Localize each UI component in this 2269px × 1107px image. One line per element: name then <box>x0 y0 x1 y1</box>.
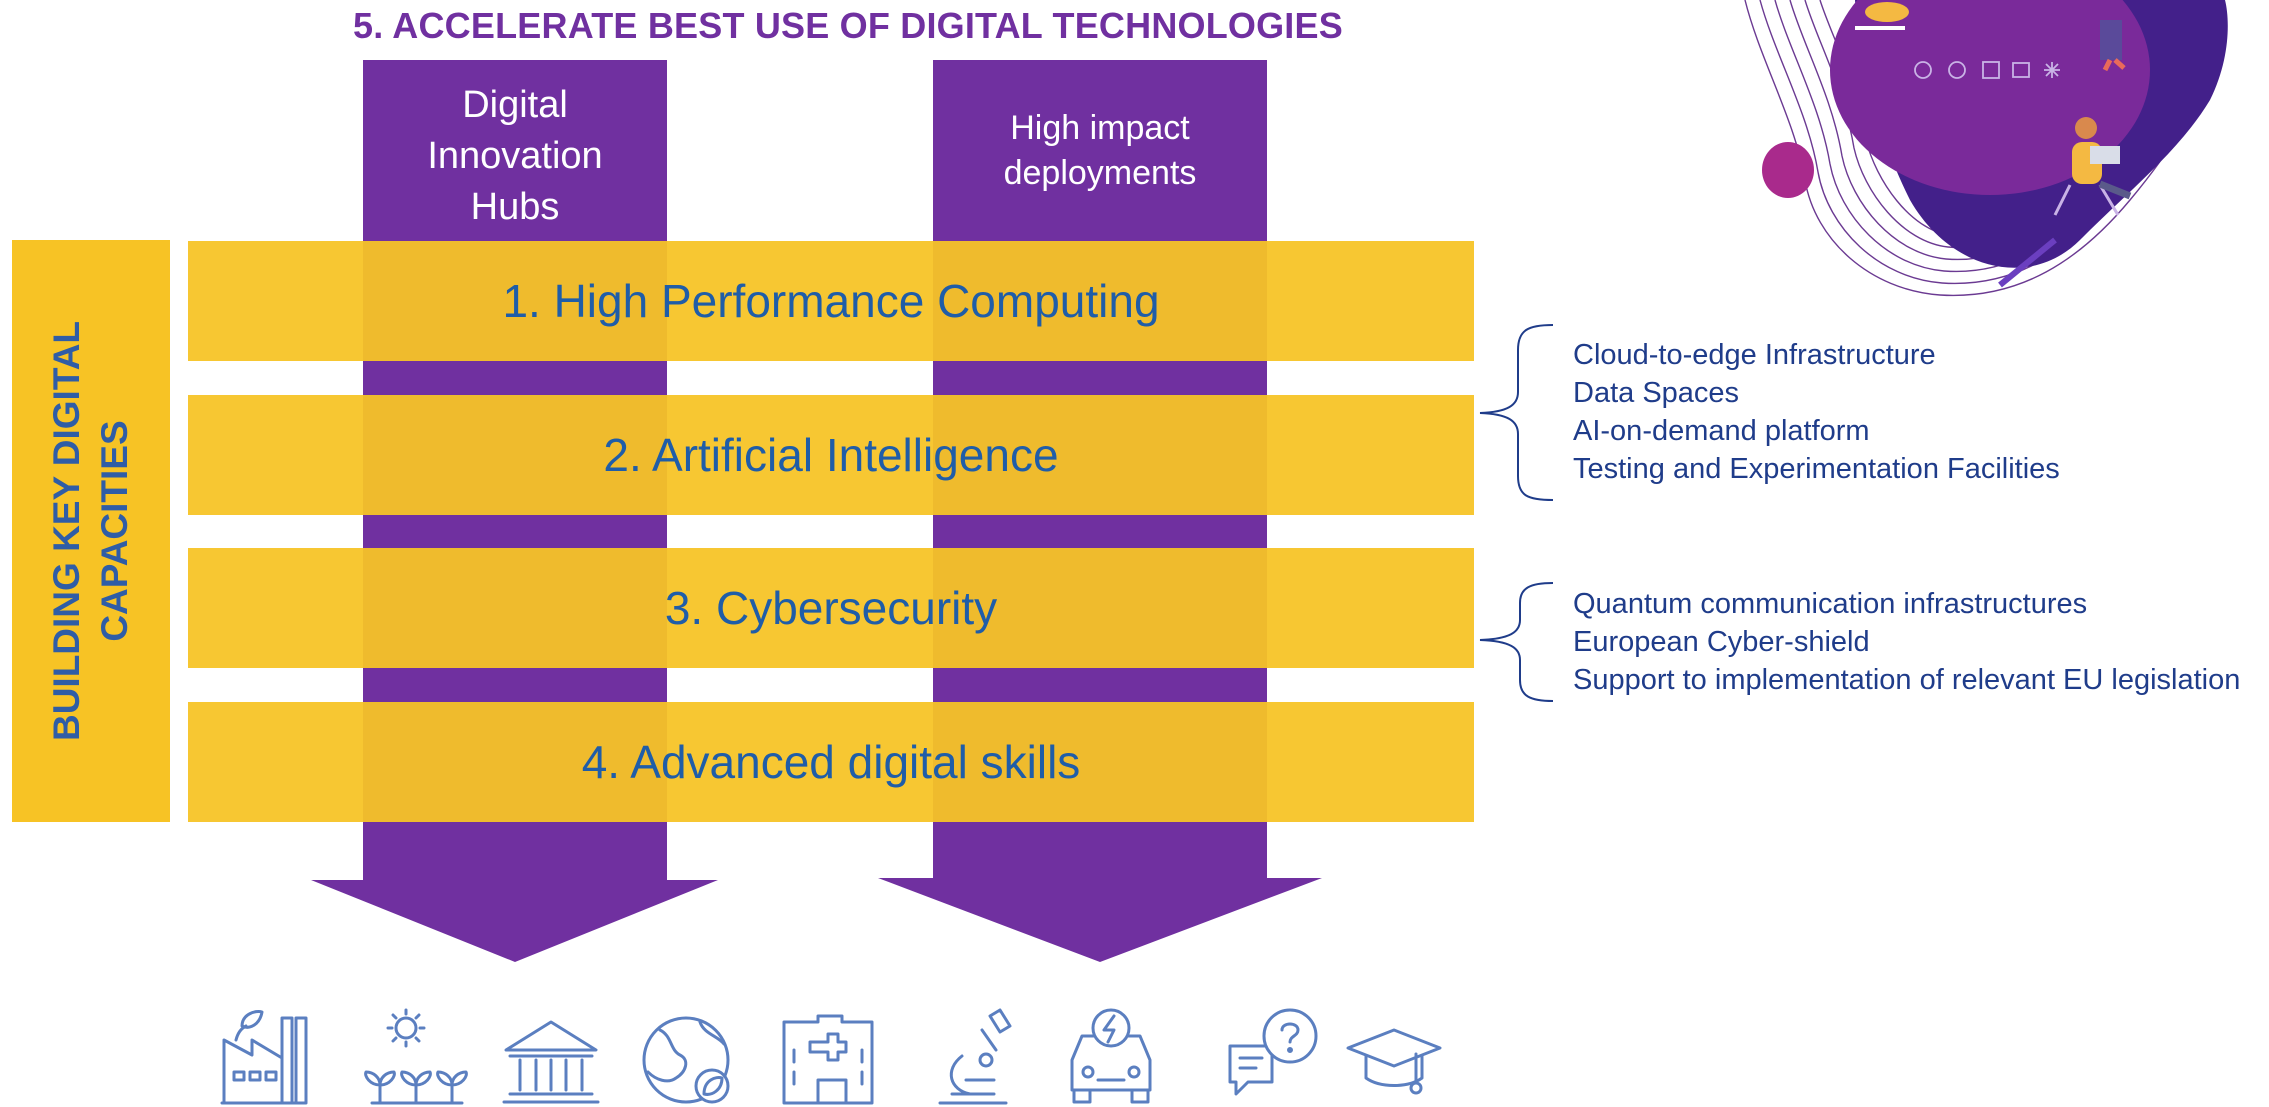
public-administration-icon <box>502 1020 600 1104</box>
agriculture-icon <box>364 1008 468 1105</box>
list-item: AI-on-demand platform <box>1573 415 1870 447</box>
ai-details-list: Cloud-to-edge Infrastructure Data Spaces… <box>1573 336 2060 488</box>
tech-icons-row <box>1914 61 2060 79</box>
row-label-cybersecurity: 3. Cybersecurity <box>664 582 998 634</box>
education-icon <box>1346 1028 1442 1095</box>
environment-icon <box>642 1016 730 1104</box>
magenta-dot-icon <box>1762 142 1814 198</box>
research-icon <box>938 1008 1012 1105</box>
person-top-icon <box>1855 2 2126 72</box>
circle-backdrop-icon <box>1830 0 2150 195</box>
list-item: Quantum communication infrastructures <box>1573 588 2088 620</box>
factory-icon <box>220 1010 308 1105</box>
help-chat-icon <box>1228 1008 1318 1096</box>
page-title: 5. ACCELERATE BEST USE OF DIGITAL TECHNO… <box>353 5 1343 46</box>
row-label-skills: 4. Advanced digital skills <box>581 736 1081 788</box>
brace-cybersecurity-details <box>1479 582 1554 702</box>
hospital-icon <box>782 1014 874 1105</box>
list-item: European Cyber-shield <box>1573 626 1870 658</box>
column-label-high-impact-deployments: High impact deployments <box>1003 109 1197 192</box>
column-label-digital-innovation-hubs: Digital Innovation Hubs <box>427 84 603 228</box>
electric-car-icon <box>1070 1008 1152 1104</box>
list-item: Testing and Experimentation Facilities <box>1573 453 2060 485</box>
row-band-skills <box>188 702 1474 822</box>
list-item: Data Spaces <box>1573 377 1740 409</box>
stroke-line-icon <box>1998 237 2057 288</box>
row-band-cybersecurity <box>188 548 1474 668</box>
cybersecurity-details-list: Quantum communication infrastructures Eu… <box>1573 585 2240 699</box>
side-panel <box>12 240 170 822</box>
row-label-ai: 2. Artificial Intelligence <box>603 429 1059 481</box>
row-label-hpc: 1. High Performance Computing <box>502 275 1160 327</box>
brace-ai-details <box>1479 324 1554 501</box>
list-item: Cloud-to-edge Infrastructure <box>1573 339 1936 371</box>
row-band-hpc <box>188 241 1474 361</box>
person-with-laptop-icon <box>2053 117 2132 216</box>
row-band-ai <box>188 395 1474 515</box>
list-item: Support to implementation of relevant EU… <box>1573 664 2241 696</box>
